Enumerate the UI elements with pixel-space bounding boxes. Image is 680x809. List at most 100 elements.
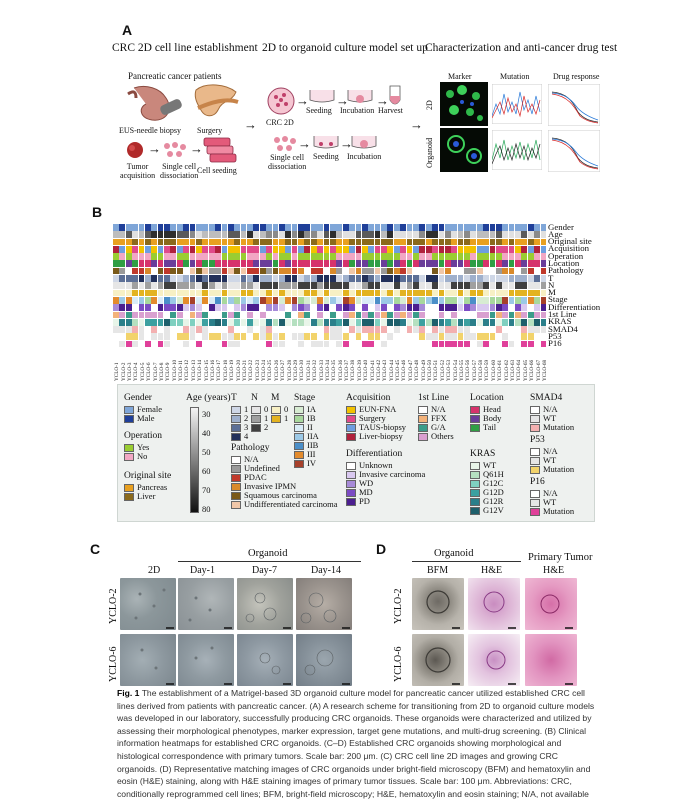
heatmap-cell [540,304,547,311]
heatmap-cell [195,238,202,246]
legend-item: TAUS-biopsy [346,423,406,433]
heatmap-cell [317,340,324,348]
legend-stage-title: Stage [294,393,316,403]
heatmap-cell [304,340,311,348]
heatmap-cell [412,333,419,341]
heatmap-cell [476,231,483,238]
heatmap-cell [138,340,145,348]
legend-p16-title: P16 [530,477,545,487]
heatmap-cell [240,238,247,246]
age-ticks: 30 40 50 60 70 80 [202,405,211,519]
heatmap-cell [164,340,170,348]
legend-item: 3 [231,423,248,433]
heatmap-cell [157,340,164,348]
heatmap-cell [502,267,509,275]
heatmap-cell [298,326,304,333]
heatmap-cell [221,275,228,282]
heatmap-cell [495,304,502,311]
heatmap-cell [527,326,534,333]
heatmap-cell [323,296,330,304]
heatmap-cell [412,275,419,282]
legend-swatch [530,466,540,475]
heatmap-cell [272,275,279,282]
heatmap-cell [330,231,336,238]
heatmap-cell [278,296,285,304]
d-he-yclo2-image [468,578,520,630]
heatmap-cell [361,340,368,348]
heatmap-cell [132,224,138,231]
heatmap-cell [113,282,119,290]
legend-swatch [530,457,540,466]
heatmap-cell [432,340,438,348]
legend-swatch [294,442,304,451]
heatmap-cell [374,238,381,246]
heatmap-cell [310,340,317,348]
heatmap-cell [464,333,470,341]
legend-swatch [294,424,304,433]
legend-item: IB [294,414,319,424]
heatmap-cell [234,245,241,253]
heatmap-cell [406,333,413,341]
heatmap-cell [425,231,432,238]
heatmap-cell [464,326,470,333]
heatmap-cell [176,253,183,260]
heatmap-cell [221,289,228,297]
heatmap-cell [515,340,521,348]
c-day7-yclo6-image [237,634,293,686]
legend-swatch [346,489,356,498]
legend-swatch [470,424,480,433]
heatmap-cell [527,304,534,311]
heatmap-cell [349,318,355,326]
heatmap-cell [330,238,336,246]
heatmap-cell [215,267,221,275]
col2-title: 2D to organoid culture model set up [262,42,428,54]
legend-item: Yes [124,443,149,453]
heatmap-cell [253,289,260,297]
heatmap-cell [464,253,470,260]
heatmap-cell [157,311,164,319]
heatmap-cell [400,296,406,304]
heatmap-cell [151,224,158,231]
heatmap-cell [176,289,183,297]
heatmap-cell [349,267,355,275]
legend-diff-title: Differentiation [346,449,403,459]
heatmap-cell [432,231,438,238]
heatmap-cell [291,326,298,333]
legend-swatch [346,462,356,471]
legend-item: IA [294,405,319,415]
heatmap-cell [259,253,266,260]
heatmap-cell [387,289,394,297]
heatmap-cell [425,260,432,268]
heatmap-cell [483,267,489,275]
drug-organoid-curve [548,130,600,172]
heatmap-cell [164,231,170,238]
heatmap-cell [317,238,324,246]
heatmap-cell [138,304,145,311]
heatmap-cell [215,326,221,333]
heatmap-cell [221,304,228,311]
heatmap-cell [240,224,247,231]
heatmap-cell [521,260,528,268]
heatmap-sample-label: YCLO-19 [229,359,236,381]
heatmap-cell [381,224,387,231]
col-day14-label: Day-14 [311,565,341,576]
heatmap-cell [387,333,394,341]
heatmap-sample-label: YCLO-36 [337,359,344,381]
heatmap-cell [361,282,368,290]
heatmap-cell [521,267,528,275]
heatmap-cell [240,340,247,348]
heatmap-cell [215,238,221,246]
heatmap-cell [412,238,419,246]
heatmap-cell [317,231,324,238]
heatmap-cell [266,231,272,238]
heatmap-cell [278,238,285,246]
heatmap-cell [247,275,253,282]
heatmap-cell [432,253,438,260]
heatmap-cell [119,326,126,333]
heatmap-cell [457,253,464,260]
heatmap-cell [310,326,317,333]
heatmap-cell [298,267,304,275]
heatmap-cell [125,326,132,333]
heatmap-cell [419,267,426,275]
heatmap-cell [164,311,170,319]
